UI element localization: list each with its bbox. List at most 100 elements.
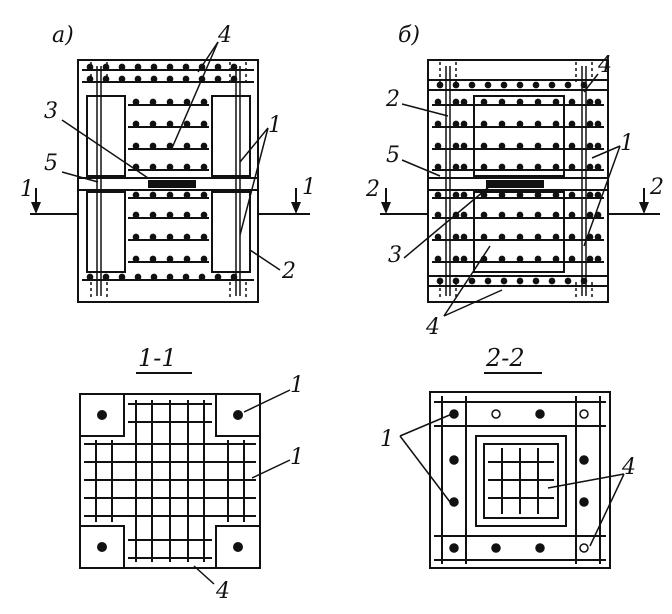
section-2-2-mesh [434, 396, 606, 564]
bar-dot [568, 142, 576, 150]
bar-dot [149, 233, 157, 241]
bar-dot [166, 75, 174, 83]
bar-dot [516, 142, 524, 150]
bar-dot [434, 233, 442, 241]
bar-dot [132, 120, 140, 128]
bar-dot [86, 63, 94, 71]
section-2-2-inner [483, 443, 559, 519]
bar-dot [594, 255, 602, 263]
bar-dot [214, 63, 222, 71]
bar-dot [166, 163, 174, 171]
bar-dot [149, 98, 157, 106]
bar-dot [552, 120, 560, 128]
panel-a-side-block-ul [86, 95, 126, 177]
bar-dot [200, 211, 208, 219]
bar-dot [166, 273, 174, 281]
section-2-2-bar-dot [449, 455, 459, 465]
panel-a-mesh-bottom [82, 197, 254, 281]
bar-dot [149, 211, 157, 219]
bar-dot [498, 233, 506, 241]
section-2-2-bar-dots [449, 409, 589, 553]
section-1-1-bar-tr [233, 410, 243, 420]
section-1-1-title: 1-1 [138, 344, 177, 372]
bar-dot [586, 211, 594, 219]
bar-dot [468, 81, 476, 89]
bar-dot [586, 142, 594, 150]
bar-dot [586, 120, 594, 128]
section-2-2-title: 2-2 [485, 344, 525, 372]
bar-dot [484, 277, 492, 285]
panel-a: а) [20, 23, 316, 303]
bar-dot [552, 142, 560, 150]
bar-dot [214, 75, 222, 83]
panel-a-callout-2: 2 [281, 259, 296, 284]
bar-dot [150, 75, 158, 83]
section-2-2-bar-dot [535, 543, 545, 553]
panel-b-cut-mark-left: 2 [365, 177, 380, 202]
bar-dot [498, 120, 506, 128]
bar-dot [132, 142, 140, 150]
panel-b-leaders [401, 73, 621, 317]
panel-a-side-block-lr [211, 191, 251, 273]
bar-dot [564, 81, 572, 89]
panel-b-callout-1: 1 [620, 131, 634, 156]
bar-dot [460, 142, 468, 150]
section-2-2-bar-dot [579, 455, 589, 465]
panel-a-cut-mark-left: 1 [20, 177, 34, 202]
section-2-2-bar-dot [579, 543, 589, 553]
panel-a-callout-3: 3 [44, 99, 58, 124]
section-2-2-bar-dot [579, 497, 589, 507]
section-1-1-corner-tr [215, 393, 261, 437]
bar-dot [484, 81, 492, 89]
bar-dot [452, 255, 460, 263]
bar-dot [434, 142, 442, 150]
section-2-2-outline [429, 391, 611, 569]
bar-dot [552, 191, 560, 199]
bar-dot [230, 273, 238, 281]
section-2-2-bar-dot [535, 409, 545, 419]
bar-dot [480, 233, 488, 241]
bar-dot [183, 255, 191, 263]
panel-a-callout-5: 5 [44, 151, 58, 176]
bar-dot [434, 255, 442, 263]
bar-dot [118, 63, 126, 71]
bar-dot [150, 273, 158, 281]
panel-b-inner-block-top [473, 95, 565, 177]
bar-dot [580, 81, 588, 89]
bar-dot [183, 163, 191, 171]
panel-a-mesh-top [82, 69, 254, 171]
bar-dot [480, 191, 488, 199]
bar-dot [480, 120, 488, 128]
bar-dot [480, 142, 488, 150]
bar-dot [183, 211, 191, 219]
bar-dot [452, 98, 460, 106]
bar-dot [200, 163, 208, 171]
bar-dot [594, 191, 602, 199]
bar-dot [132, 233, 140, 241]
section-1-1-corner-bl [79, 525, 125, 569]
bar-dot [594, 98, 602, 106]
bar-dot [452, 81, 460, 89]
bar-dot [183, 120, 191, 128]
bar-dot [434, 211, 442, 219]
panel-a-side-block-ll [86, 191, 126, 273]
bar-dot [500, 81, 508, 89]
bar-dot [568, 211, 576, 219]
bar-dot [452, 277, 460, 285]
bar-dot [166, 98, 174, 106]
panel-a-leaders [61, 41, 281, 271]
section-1-1-leaders [193, 389, 291, 585]
bar-dot [564, 277, 572, 285]
bar-dot [102, 63, 110, 71]
bar-dot [534, 255, 542, 263]
bar-dot [552, 98, 560, 106]
bar-dot [548, 277, 556, 285]
panel-b-bar-dots [434, 81, 602, 285]
bar-dot [452, 142, 460, 150]
panel-a-outline [77, 59, 259, 303]
bar-dot [149, 255, 157, 263]
section-1-1-corner-tl [79, 393, 125, 437]
bar-dot [516, 81, 524, 89]
section-2-2-bar-dot [579, 409, 589, 419]
bar-dot [460, 233, 468, 241]
